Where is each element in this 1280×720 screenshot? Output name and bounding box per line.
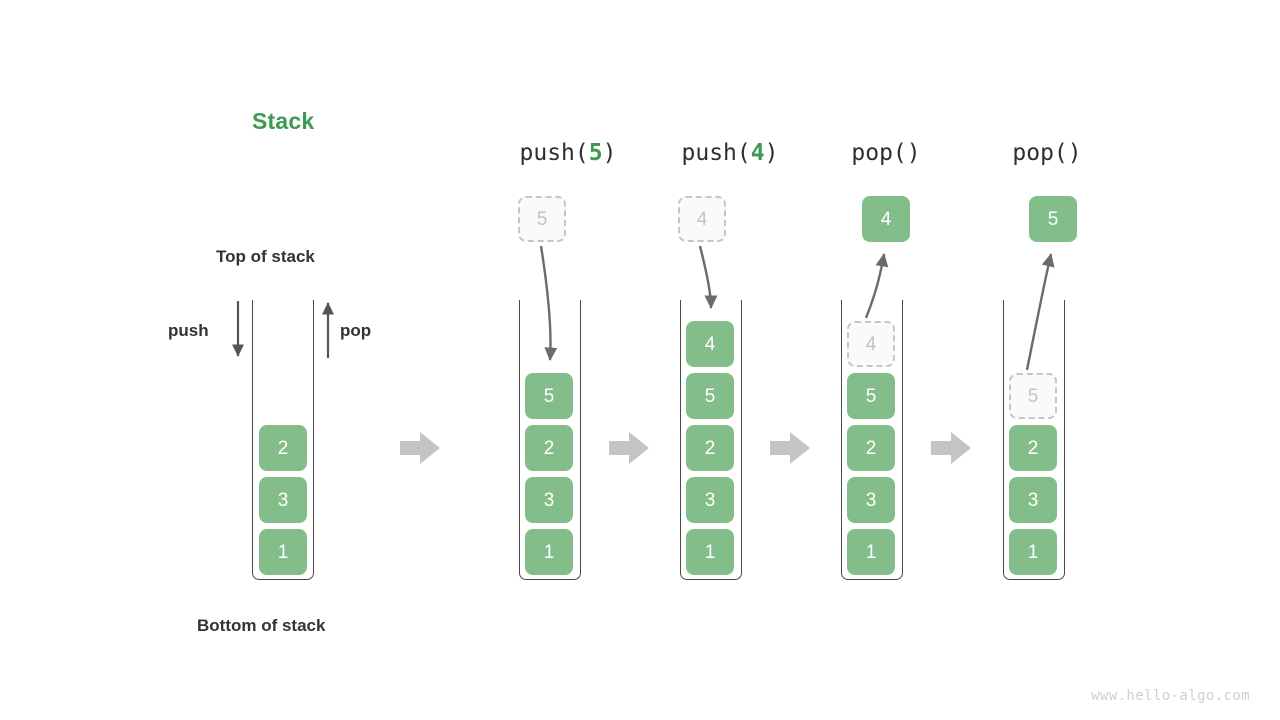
stack-cell: 1: [525, 529, 573, 575]
watermark: www.hello-algo.com: [1091, 688, 1250, 704]
separator-3: [770, 432, 810, 464]
stack-cell: 3: [686, 477, 734, 523]
stack-cell: 2: [686, 425, 734, 471]
pop-label: pop: [340, 321, 372, 340]
column-header-push-4: push(4): [630, 140, 830, 166]
header-suffix: ): [602, 140, 617, 166]
stack-cell: 3: [525, 477, 573, 523]
stack-cell: 3: [1009, 477, 1057, 523]
top-of-stack-label: Top of stack: [216, 247, 315, 266]
header-suffix: ): [764, 140, 779, 166]
separator-1: [400, 432, 440, 464]
stack-cell: 3: [847, 477, 895, 523]
header-arg: 4: [750, 140, 765, 166]
stack-cell: 2: [847, 425, 895, 471]
bottom-of-stack-label: Bottom of stack: [197, 616, 326, 635]
header-text: push(: [681, 140, 751, 166]
stack-cell: 1: [259, 529, 307, 575]
page-title: Stack: [252, 108, 315, 134]
popped-cell: 5: [1029, 196, 1077, 242]
stack-cell: 5: [686, 373, 734, 419]
incoming-cell-ghost: 5: [518, 196, 566, 242]
stack-cell: 4: [686, 321, 734, 367]
stack-cell: 1: [686, 529, 734, 575]
header-arg: 5: [588, 140, 603, 166]
stack-cell-ghost: 5: [1009, 373, 1057, 419]
stack-cell-ghost: 4: [847, 321, 895, 367]
stack-cell: 2: [259, 425, 307, 471]
header-text: pop(): [1012, 140, 1082, 166]
header-text: pop(): [851, 140, 921, 166]
stack-cell: 3: [259, 477, 307, 523]
stack-cell: 1: [1009, 529, 1057, 575]
header-text: push(: [519, 140, 589, 166]
stack-cell: 5: [525, 373, 573, 419]
push-4-flow-arrow-icon: [698, 245, 718, 309]
popped-cell: 4: [862, 196, 910, 242]
separator-2: [609, 432, 649, 464]
column-header-push-5: push(5): [468, 140, 668, 166]
push-label: push: [168, 321, 209, 340]
stack-cell: 2: [525, 425, 573, 471]
column-header-pop-1: pop(): [786, 140, 986, 166]
stack-cell: 5: [847, 373, 895, 419]
separator-4: [931, 432, 971, 464]
column-header-pop-2: pop(): [947, 140, 1147, 166]
incoming-cell-ghost: 4: [678, 196, 726, 242]
stack-cell: 2: [1009, 425, 1057, 471]
stack-cell: 1: [847, 529, 895, 575]
